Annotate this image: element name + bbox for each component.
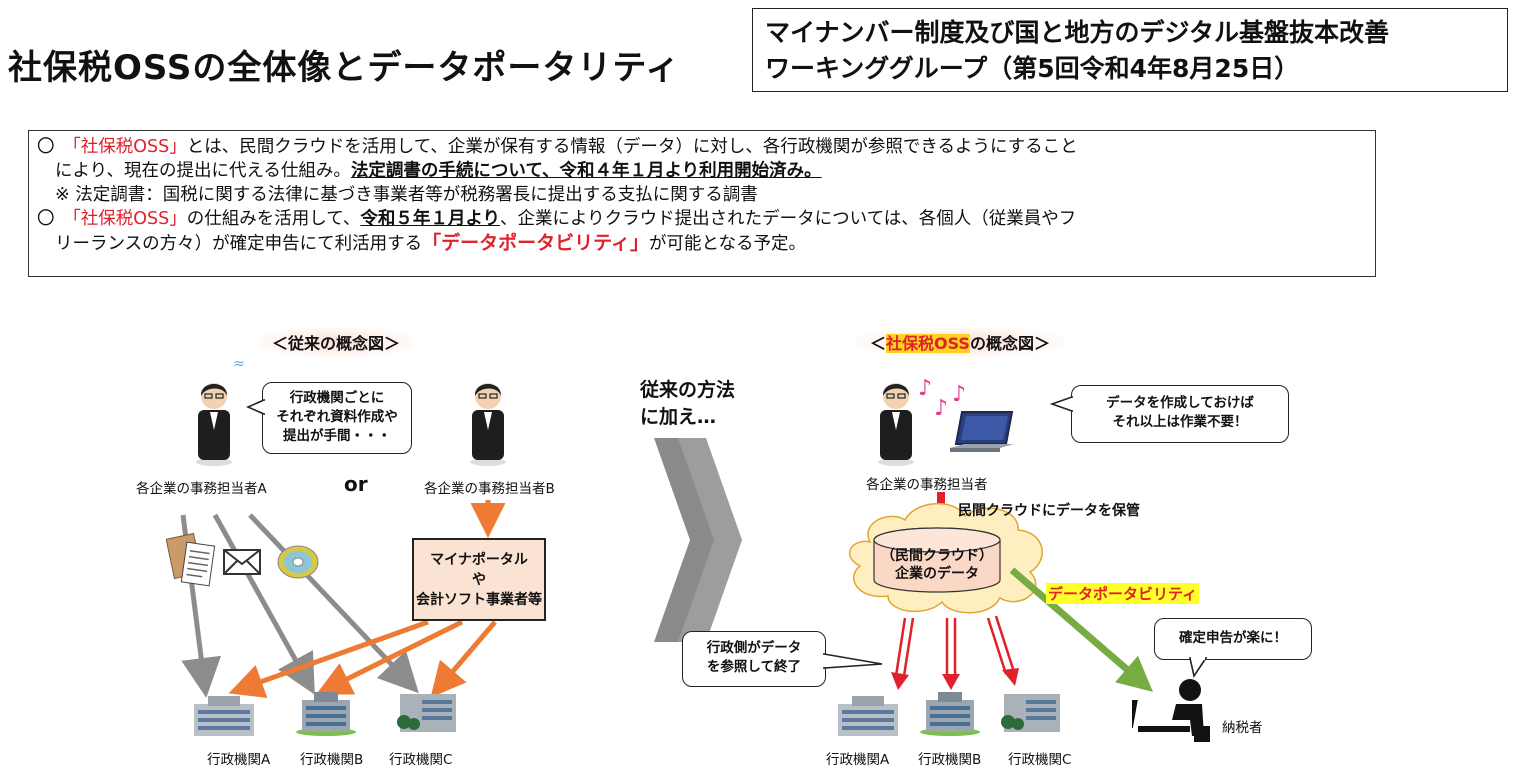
summary-text: が可能となる予定。 (649, 234, 807, 254)
bullet-mark: 〇 (37, 137, 55, 157)
laptop-icon (950, 411, 1014, 452)
cloud-shape (848, 503, 1043, 614)
cloud-db-label: （民間クラウド） 企業のデータ (874, 547, 1000, 583)
portability-label: データポータビリティ (1046, 583, 1200, 604)
bubble-tail (1189, 656, 1208, 678)
summary-box: 〇 「社保税OSS」とは、民間クラウドを活用して、企業が保有する情報（データ）に… (28, 130, 1376, 277)
bubble-line: 行政機関ごとに (289, 390, 385, 406)
left-speech-bubble: 行政機関ごとに それぞれ資料作成や 提出が手間・・・ (262, 382, 412, 454)
right-agency-a-label: 行政機関A (826, 752, 890, 768)
right-speech-bubble: データを作成しておけば それ以上は作業不要！ (1071, 385, 1289, 443)
staff-a-label: 各企業の事務担当者A (136, 481, 267, 497)
documents-icon (166, 532, 216, 587)
taxpayer-icon (1132, 679, 1210, 742)
portal-line: や (472, 572, 486, 588)
cloud-line: 企業のデータ (895, 566, 979, 582)
summary-text: の仕組みを活用して、 (186, 209, 361, 229)
bubble-tail (246, 398, 266, 416)
oss-term: 「社保税OSS」 (72, 209, 187, 229)
page-title: 社保税OSSの全体像とデータポータリティ (8, 48, 681, 88)
summary-emphasis: 令和５年１月より (360, 209, 501, 229)
summary-text: 、企業によりクラウド提出されたデータについては、各個人（従業員やフ (500, 209, 1077, 229)
music-note-icon: ♪ (918, 376, 933, 401)
summary-line2: により、現在の提出に代える仕組み。法定調書の手続について、令和４年１月より利用開… (37, 159, 1375, 183)
heading-highlight: 社保税OSS (886, 334, 970, 353)
summary-note: ※ 法定調書：国税に関する法律に基づき事業者等が税務署長に提出する支払に関する調… (55, 185, 758, 205)
staff-label: 各企業の事務担当者 (866, 477, 988, 493)
left-agency-a-label: 行政機関A (207, 752, 271, 768)
agency-a-building-icon (194, 696, 254, 736)
summary-text: リーランスの方々）が確定申告にて利活用する (55, 234, 423, 254)
right-heading: ＜社保税OSSの概念図＞ (856, 327, 1064, 357)
portal-line: 会計ソフト事業者等 (416, 592, 542, 608)
myna-portal-box: マイナポータル や 会計ソフト事業者等 (412, 538, 546, 621)
bubble-line: 提出が手間・・・ (283, 428, 391, 444)
bullet-mark: 〇 (37, 209, 55, 229)
agency-c-building-icon (397, 694, 456, 732)
cd-icon (277, 545, 319, 579)
bubble-line: 行政側がデータ (706, 640, 802, 656)
in-addition-line: 従来の方法 (640, 379, 736, 401)
staff-b-label: 各企業の事務担当者B (424, 481, 555, 497)
bubble-line: それぞれ資料作成や (276, 409, 398, 425)
music-note-icon: ♪ (934, 396, 949, 421)
music-note-icon: ♪ (952, 382, 967, 407)
heading-rest: の概念図＞ (969, 334, 1050, 353)
portal-line: マイナポータル (430, 552, 528, 568)
meeting-info-line1: マイナンバー制度及び国と地方のデジタル基盤抜本改善 (765, 18, 1390, 47)
summary-text: により、現在の提出に代える仕組み。 (55, 161, 351, 181)
staff-b-person-icon (470, 383, 506, 466)
tax-bubble: 確定申告が楽に！ (1154, 618, 1312, 660)
agency-c-building-icon (1001, 694, 1060, 732)
summary-line4: 〇 「社保税OSS」の仕組みを活用して、令和５年１月より、企業によりクラウド提出… (37, 207, 1375, 231)
left-agency-c-label: 行政機関C (389, 752, 453, 768)
bubble-line: それ以上は作業不要！ (1112, 414, 1248, 430)
summary-line1: 〇 「社保税OSS」とは、民間クラウドを活用して、企業が保有する情報（データ）に… (37, 135, 1375, 159)
staff-a-person-icon (196, 383, 232, 466)
portability-term: 「データポータビリティ」 (422, 232, 650, 254)
bubble-line: を参照して終了 (706, 659, 802, 675)
portability-arrow (1009, 567, 1153, 692)
in-addition-line: に加え… (640, 406, 717, 428)
bubble-tail (822, 653, 883, 669)
right-agency-b-label: 行政機関B (918, 752, 982, 768)
in-addition-text: 従来の方法 に加え… (640, 377, 735, 431)
right-agency-c-label: 行政機関C (1008, 752, 1072, 768)
chevron-arrows (654, 438, 742, 642)
sigh-icon: ≈ (233, 356, 245, 372)
agency-b-building-icon (920, 692, 980, 736)
oss-term: 「社保税OSS」 (72, 137, 187, 157)
summary-line5: リーランスの方々）が確定申告にて利活用する「データポータビリティ」が可能となる予… (37, 231, 1375, 256)
reference-bubble: 行政側がデータ を参照して終了 (682, 631, 826, 687)
staff-person-icon (878, 383, 914, 466)
bubble-line: データを作成しておけば (1106, 395, 1254, 411)
summary-text: とは、民間クラウドを活用して、企業が保有する情報（データ）に対し、各行政機関が参… (186, 137, 1078, 157)
store-label: 民間クラウドにデータを保管 (958, 503, 1140, 519)
taxpayer-label: 納税者 (1222, 720, 1263, 736)
meeting-info-line2: ワーキンググループ（第5回令和4年8月25日） (765, 54, 1300, 83)
left-heading: ＜従来の概念図＞ (258, 327, 415, 357)
mail-icon (223, 549, 261, 575)
summary-emphasis: 法定調書の手続について、令和４年１月より利用開始済み。 (350, 161, 822, 181)
orange-arrows (228, 500, 506, 699)
reference-arrows (891, 615, 1019, 690)
meeting-info-box: マイナンバー制度及び国と地方のデジタル基盤抜本改善 ワーキンググループ（第5回令… (752, 8, 1508, 92)
agency-b-building-icon (296, 692, 356, 736)
or-label: or (344, 472, 368, 496)
heading-bracket: ＜ (870, 334, 887, 353)
cloud-line: （民間クラウド） (881, 548, 993, 564)
left-agency-b-label: 行政機関B (300, 752, 364, 768)
agency-a-building-icon (838, 696, 898, 736)
bubble-tail (1050, 395, 1074, 413)
